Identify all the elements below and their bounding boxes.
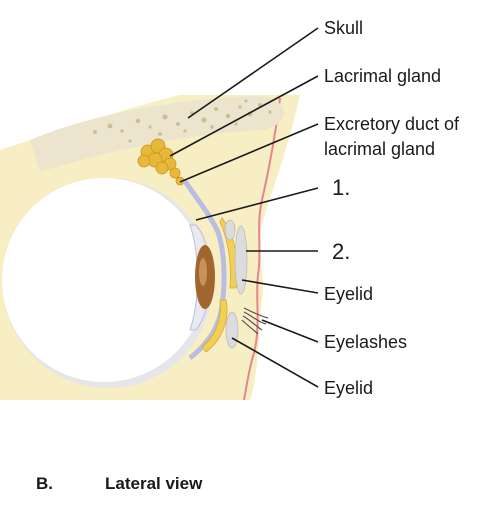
label-eyelid-lower: Eyelid (324, 378, 373, 398)
lower-tarsal-gland (225, 311, 239, 349)
eyelashes-leader (261, 319, 319, 343)
label-skull: Skull (324, 18, 363, 38)
eyelid-upper-leader (241, 279, 319, 294)
upper-lid-gland (224, 219, 236, 241)
label-eyelashes: Eyelashes (324, 332, 407, 352)
lower-tarsal-plate (201, 299, 228, 353)
conjunctiva (181, 178, 227, 360)
label-eyelid-upper: Eyelid (324, 284, 373, 304)
skull-bone (30, 95, 285, 172)
label-marker-2: 2. (332, 239, 350, 264)
label-excretory-duct-line1: Excretory duct of (324, 114, 460, 134)
eyelid-lower-leader (231, 337, 319, 388)
upper-tarsal-gland (234, 225, 248, 295)
eyelashes-drawing (241, 307, 269, 335)
marker-1-leader (195, 187, 319, 221)
label-marker-1: 1. (332, 175, 350, 200)
label-excretory-duct-line2: lacrimal gland (324, 139, 435, 159)
caption-panel: B. (36, 474, 53, 493)
excretory-duct-leader (179, 123, 319, 183)
skull-leader (187, 27, 319, 119)
lacrimal-gland-leader (169, 75, 319, 157)
caption-view: Lateral view (105, 474, 203, 493)
eyeball (2, 178, 206, 382)
skin-contour (243, 97, 281, 401)
lens-highlight (199, 258, 207, 286)
label-lacrimal-gland: Lacrimal gland (324, 66, 441, 86)
